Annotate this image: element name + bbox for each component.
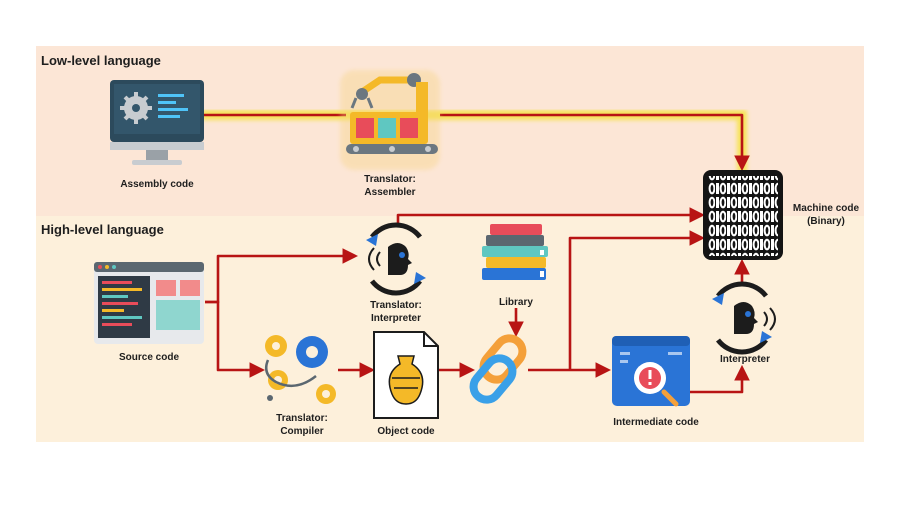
book-stack-icon — [482, 224, 548, 280]
interpreter-label: Interpreter — [719, 354, 770, 365]
object-code-label: Object code — [377, 426, 435, 437]
library-label: Library — [499, 297, 533, 308]
interpreter-translator-label: Translator: Interpreter — [346, 299, 446, 325]
document-vase-icon — [373, 331, 439, 419]
arrow-link-to-machine — [568, 230, 706, 370]
low-level-title: Low-level language — [41, 53, 161, 68]
binary-grid-icon — [703, 170, 783, 260]
speaking-head-cycle-icon — [366, 222, 426, 296]
chain-link-icon — [469, 334, 527, 404]
robot-arm-assembly-icon — [340, 70, 440, 170]
compiler-label-line2: Compiler — [280, 426, 324, 437]
gears-icon — [265, 335, 336, 404]
machine-code-label-line2: (Binary) — [807, 216, 845, 227]
low-level-glow — [199, 110, 747, 175]
assembler-label-line1: Translator: — [364, 174, 416, 185]
interpreter-translator-label-line1: Translator: — [370, 300, 422, 311]
machine-code-label: Machine code (Binary) — [786, 202, 866, 228]
high-level-title: High-level language — [41, 222, 164, 237]
arrow-assembler-to-machine — [440, 113, 750, 172]
code-window-icon — [94, 262, 204, 344]
arrow-interpreter-to-machine — [396, 207, 706, 225]
speaking-head-cycle-icon — [712, 281, 776, 355]
interpreter-translator-label-line2: Interpreter — [370, 313, 421, 324]
monitor-gear-icon — [110, 80, 204, 165]
assembler-label-line2: Assembler — [364, 187, 416, 198]
machine-code-label-line1: Machine code — [792, 203, 860, 214]
arrow-source-to-compiler — [205, 300, 266, 378]
compiler-label: Translator: Compiler — [252, 412, 352, 438]
assembly-code-label: Assembly code — [120, 179, 194, 190]
arrow-source-to-interpreter — [205, 248, 359, 304]
source-code-label: Source code — [118, 352, 180, 363]
compiler-label-line1: Translator: — [276, 413, 328, 424]
intermediate-code-label: Intermediate code — [613, 417, 699, 428]
arrow-intermediate-to-interpreter — [690, 364, 750, 394]
alert-window-icon — [612, 336, 690, 407]
assembler-label: Translator: Assembler — [340, 173, 440, 199]
